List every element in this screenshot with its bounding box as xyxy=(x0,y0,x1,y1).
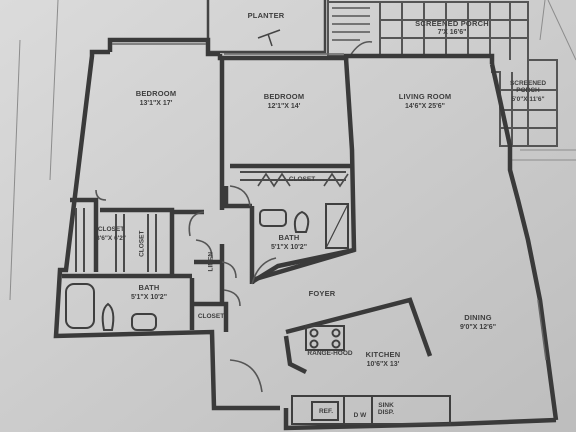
bedroom-left-name: BEDROOM xyxy=(135,89,177,98)
closet-top-label: CLOSET xyxy=(288,176,316,183)
living-room-dims: 14'6"x 25'6" xyxy=(405,103,445,110)
dining-name: DINING xyxy=(464,313,492,322)
linen-label: LINEN xyxy=(207,251,215,272)
bath-lower-name: BATH xyxy=(138,283,160,292)
door-swings xyxy=(95,185,277,393)
bath-upper-name: BATH xyxy=(278,233,300,242)
bath-lower-dims: 5'1"x 10'2" xyxy=(130,294,168,301)
kitchen-dims: 10'6"x 13' xyxy=(366,361,400,368)
dw-label: D W xyxy=(353,412,367,419)
ref-label: REF. xyxy=(318,408,334,415)
closet-left-dims: 3'6"x 6'2" xyxy=(96,235,126,242)
living-room-name: LIVING ROOM xyxy=(398,92,452,101)
bedroom-mid-name: BEDROOM xyxy=(263,92,305,101)
range-hood-label: RANGE-HOOD xyxy=(307,350,353,357)
closet-left-name: CLOSET xyxy=(97,226,125,233)
screened-porch-side-name: SCREENED PORCH xyxy=(509,80,547,95)
window-marks xyxy=(112,43,547,361)
foyer-label: FOYER xyxy=(308,289,336,298)
screened-porch-top-dims: 7'x 16'6" xyxy=(437,29,467,36)
sink-disp-label: SINK DISP. xyxy=(377,402,395,417)
screened-porch-grid xyxy=(327,0,558,147)
bath-upper-dims: 5'1"x 10'2" xyxy=(270,244,308,251)
closet-vertical-label: CLOSET xyxy=(138,230,146,257)
main-walls xyxy=(53,37,559,431)
kitchen-name: KITCHEN xyxy=(365,350,401,359)
dining-dims: 9'0"x 12'6" xyxy=(459,324,497,331)
planter-label: PLANTER xyxy=(247,11,285,20)
bath-fixtures xyxy=(65,203,451,425)
closet-shelves xyxy=(75,171,349,272)
screened-porch-top-name: SCREENED PORCH xyxy=(415,19,489,28)
planter-outline xyxy=(206,0,327,54)
screened-porch-side-dims: 5'0"x 11'6" xyxy=(511,96,545,103)
bedroom-left-dims: 13'1"x 17' xyxy=(139,100,173,107)
bedroom-mid-dims: 12'1"x 14' xyxy=(267,103,301,110)
closet-small-label: CLOSET xyxy=(197,313,225,320)
adjacent-unit-lines xyxy=(9,0,576,301)
